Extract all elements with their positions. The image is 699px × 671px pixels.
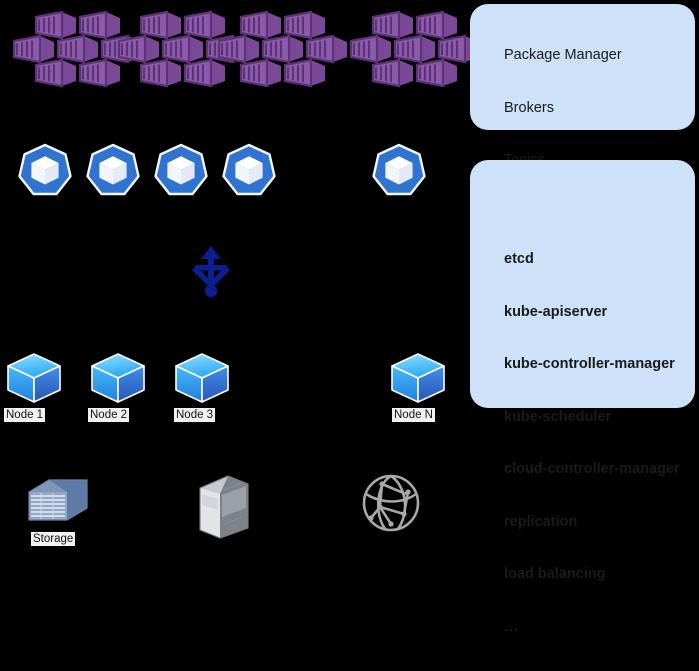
node-cube-icon (391, 353, 445, 403)
network-arrows-icon (182, 243, 240, 301)
kubernetes-logo-icon (86, 143, 140, 196)
network-globe-glyph (362, 474, 420, 532)
node-cube-icon (7, 353, 61, 403)
kubernetes-logo (85, 143, 141, 199)
kubernetes-logo (17, 143, 73, 199)
node-cube-icon (91, 353, 145, 403)
node-cube (172, 352, 232, 404)
panel-line: Package Manager (504, 47, 622, 63)
panel-line: Brokers (504, 99, 554, 116)
storage-array-glyph (28, 479, 88, 521)
kubernetes-logo-icon (154, 143, 208, 196)
panel-line: load balancing (504, 566, 606, 582)
control-plane-panel: etcd kube-apiserver kube-controller-mana… (470, 160, 695, 635)
control-plane-text: etcd kube-apiserver kube-controller-mana… (504, 216, 680, 671)
network-arrows-glyph (192, 246, 230, 298)
node-cube (388, 352, 448, 404)
container-cluster-icon (217, 10, 349, 88)
panel-line: replication (504, 513, 578, 530)
node-cube (4, 352, 64, 404)
panel-ellipsis: ... (504, 618, 520, 635)
storage-array-icon (27, 472, 89, 532)
platform-services-panel: Package Manager Brokers Topics Orxhestra… (470, 4, 695, 378)
node-cube-icon (175, 353, 229, 403)
panel-line: kube-scheduler (504, 408, 612, 425)
node-label: Node 2 (88, 408, 130, 422)
kubernetes-logo-icon (222, 143, 276, 196)
panel-line: etcd (504, 251, 534, 267)
kubernetes-logo-icon (372, 143, 426, 196)
node-label: Node N (392, 408, 435, 422)
node-cube (88, 352, 148, 404)
network-globe-icon (360, 472, 422, 534)
node-label: Node 1 (4, 408, 46, 422)
panel-line: kube-controller-manager (504, 356, 675, 372)
kubernetes-logo (153, 143, 209, 199)
kubernetes-logo-icon (18, 143, 72, 196)
server-tower-glyph (199, 475, 249, 539)
kubernetes-logo (221, 143, 277, 199)
node-label: Node 3 (174, 408, 216, 422)
diagram-canvas: Node 1 Node 2 Node 3 Node N (4, 4, 695, 635)
panel-line: cloud-controller-manager (504, 461, 680, 477)
container-cluster (213, 10, 361, 88)
panel-line: kube-apiserver (504, 303, 608, 320)
server-tower-icon (198, 474, 250, 540)
kubernetes-logo (371, 143, 427, 199)
storage-label: Storage (31, 532, 76, 546)
